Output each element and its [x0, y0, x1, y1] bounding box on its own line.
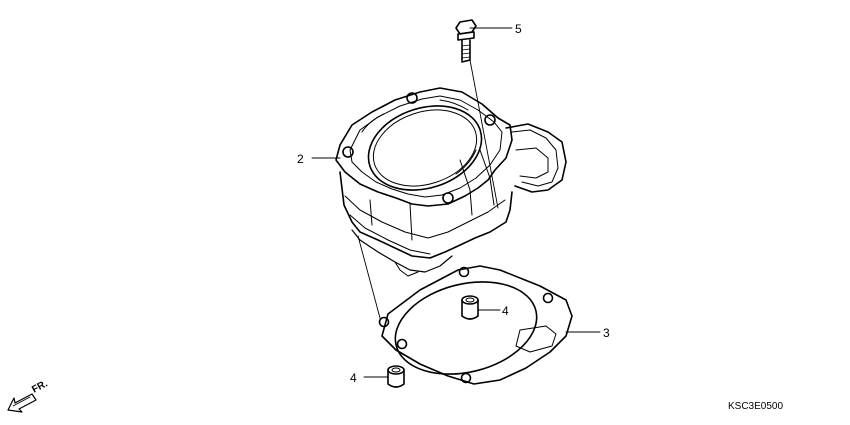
front-arrow-icon: [7, 393, 37, 413]
callout-2: 2: [297, 152, 304, 166]
dowel-pin-lower-illustration: [387, 365, 405, 388]
callout-5: 5: [515, 22, 522, 36]
callout-4-lower: 4: [350, 371, 357, 385]
gasket-illustration: [378, 265, 573, 385]
callout-4-upper: 4: [502, 304, 509, 318]
callout-3: 3: [603, 326, 610, 340]
front-indicator-label: FR.: [30, 378, 50, 395]
cylinder-illustration: [335, 87, 567, 277]
bolt-illustration: [455, 19, 477, 63]
assembly-lines: [311, 27, 601, 378]
diagram-code: KSC3E0500: [728, 401, 783, 412]
dowel-pin-upper-illustration: [461, 295, 479, 320]
